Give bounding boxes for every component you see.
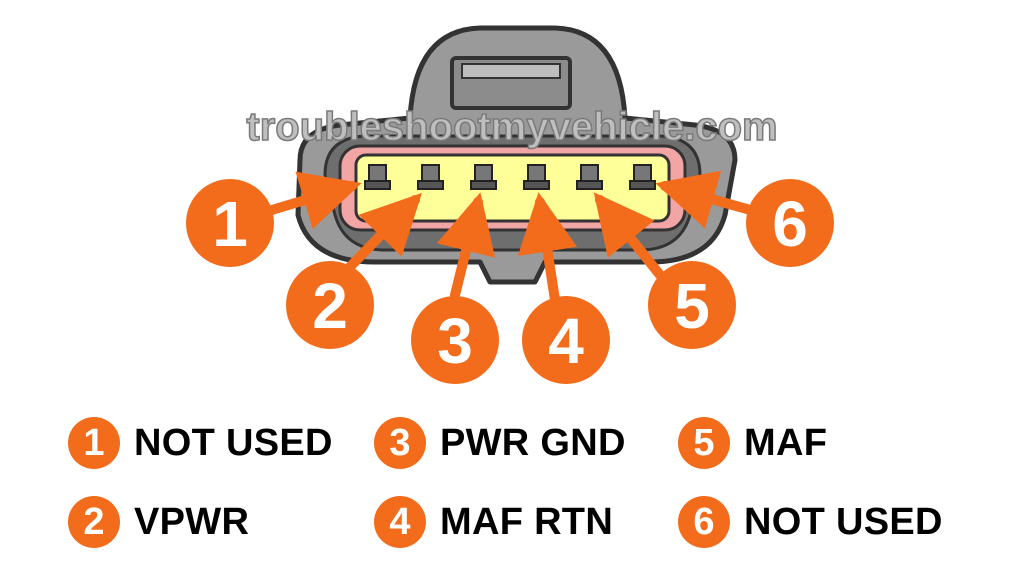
legend-badge-2: 2 [68, 496, 120, 548]
legend-label-2: VPWR [134, 500, 250, 543]
callout-5: 5 [648, 261, 736, 349]
legend-item-4: 4 MAF RTN [374, 496, 614, 548]
arrow-4 [517, 192, 578, 305]
callout-1-number: 1 [212, 188, 248, 260]
legend-item-3: 3 PWR GND [374, 417, 626, 469]
legend-badge-1: 1 [68, 417, 120, 469]
watermark: troubleshootmyvehicle.com [246, 105, 777, 149]
callout-4: 4 [522, 296, 610, 384]
callout-3: 3 [411, 296, 499, 384]
terminal-5 [576, 164, 603, 190]
callout-2: 2 [286, 261, 374, 349]
legend-label-1: NOT USED [134, 421, 333, 464]
callout-5-number: 5 [674, 270, 710, 342]
callout-6-number: 6 [772, 188, 808, 260]
callout-4-number: 4 [548, 305, 584, 377]
connector-diagram: troubleshootmyvehicle.com [186, 25, 834, 384]
legend-badge-3: 3 [374, 417, 426, 469]
terminal-4 [523, 164, 550, 190]
legend-item-2: 2 VPWR [68, 496, 250, 548]
legend-badge-5: 5 [678, 417, 730, 469]
arrow-3 [436, 192, 496, 300]
legend-label-6: NOT USED [744, 500, 943, 543]
callout-3-number: 3 [437, 305, 473, 377]
arrow-5 [593, 192, 665, 280]
callout-6: 6 [746, 179, 834, 267]
terminal-6 [629, 164, 656, 190]
legend-item-5: 5 MAF [678, 417, 828, 469]
legend-label-4: MAF RTN [440, 500, 614, 543]
terminal-1 [364, 164, 391, 190]
callout-1: 1 [186, 179, 274, 267]
callout-2-number: 2 [312, 270, 348, 342]
legend-item-1: 1 NOT USED [68, 417, 333, 469]
legend-label-3: PWR GND [440, 421, 626, 464]
terminal-3 [470, 164, 497, 190]
legend-badge-6: 6 [678, 496, 730, 548]
legend-item-6: 6 NOT USED [678, 496, 943, 548]
terminals [364, 164, 656, 190]
terminal-2 [417, 164, 444, 190]
legend-label-5: MAF [744, 421, 828, 464]
legend-badge-4: 4 [374, 496, 426, 548]
arrow-2 [340, 192, 422, 277]
